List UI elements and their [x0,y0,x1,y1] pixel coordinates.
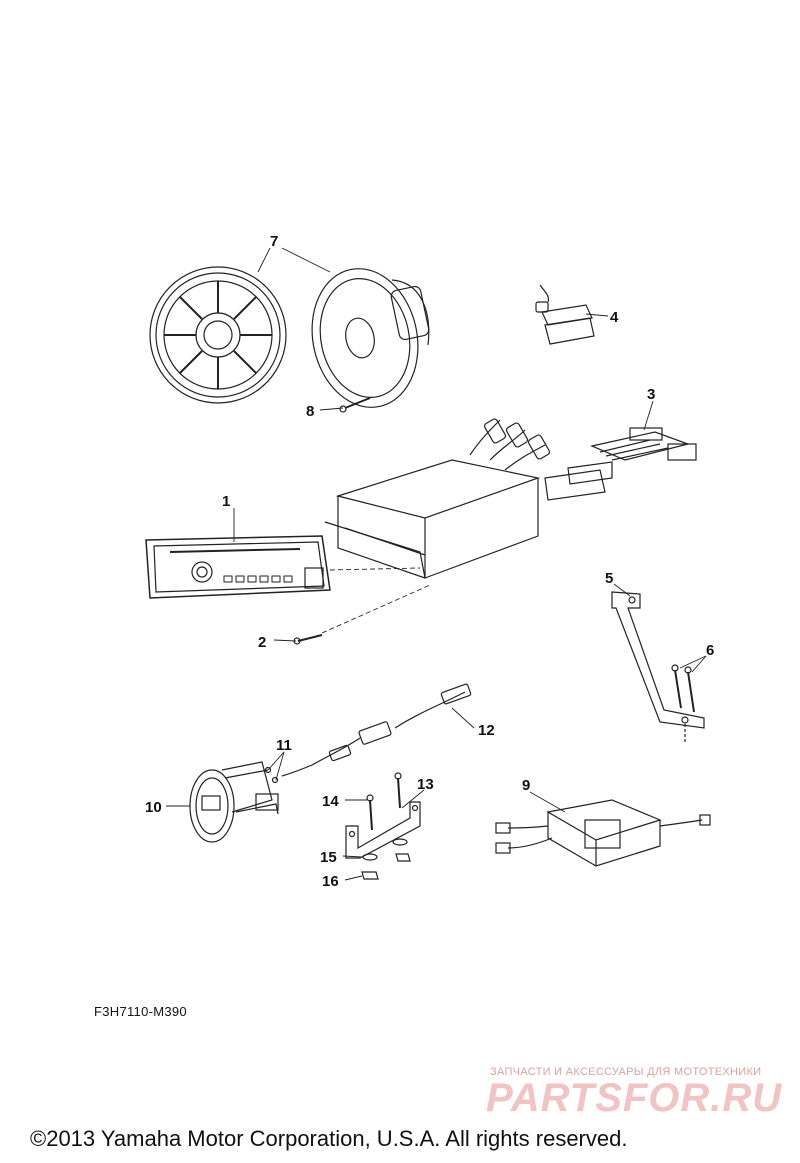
callout-15: 15 [320,849,337,866]
screws-6 [671,664,695,713]
callout-11: 11 [276,737,292,754]
callout-6: 6 [706,642,714,659]
callout-7: 7 [270,233,278,250]
callout-8: 8 [306,403,314,420]
callout-4: 4 [610,309,619,326]
drawing-code: F3H7110-M390 [94,1004,187,1019]
screw-2 [293,634,323,645]
watermark-tagline: ЗАПЧАСТИ И АКСЕССУАРЫ ДЛЯ МОТОТЕХНИКИ [490,1066,762,1078]
bolt-14 [366,794,374,831]
speaker [311,268,430,408]
fasteners-11 [264,766,279,784]
remote-control [189,761,279,843]
callout-10: 10 [145,799,162,816]
screw-8 [339,397,371,413]
stereo-faceplate [145,535,331,599]
callout-3: 3 [647,386,655,403]
callout-12: 12 [478,722,495,739]
leader-lines [166,247,707,881]
callout-14: 14 [322,793,339,810]
callout-numbers: 1 2 3 4 5 6 7 8 9 10 11 12 13 14 15 16 [145,233,714,890]
wiring-harness [544,427,697,501]
watermark-brand: PARTSFOR.RU [486,1076,783,1120]
callout-13: 13 [417,776,434,793]
callout-9: 9 [522,777,530,794]
fuse-holder [535,284,595,345]
callout-1: 1 [222,493,230,510]
amplifier-module [495,799,711,867]
callout-5: 5 [605,570,613,587]
washer-15 [362,838,408,861]
copyright-notice: ©2013 Yamaha Motor Corporation, U.S.A. A… [30,1126,628,1151]
stereo-housing [324,418,551,579]
bracket-13 [345,801,421,859]
extension-cable [281,683,472,777]
callout-2: 2 [258,634,266,651]
callout-16: 16 [322,873,339,890]
speaker-grille [149,266,287,404]
bracket-5 [611,591,705,742]
bolt-14b [394,772,402,809]
nut-16 [361,853,411,880]
